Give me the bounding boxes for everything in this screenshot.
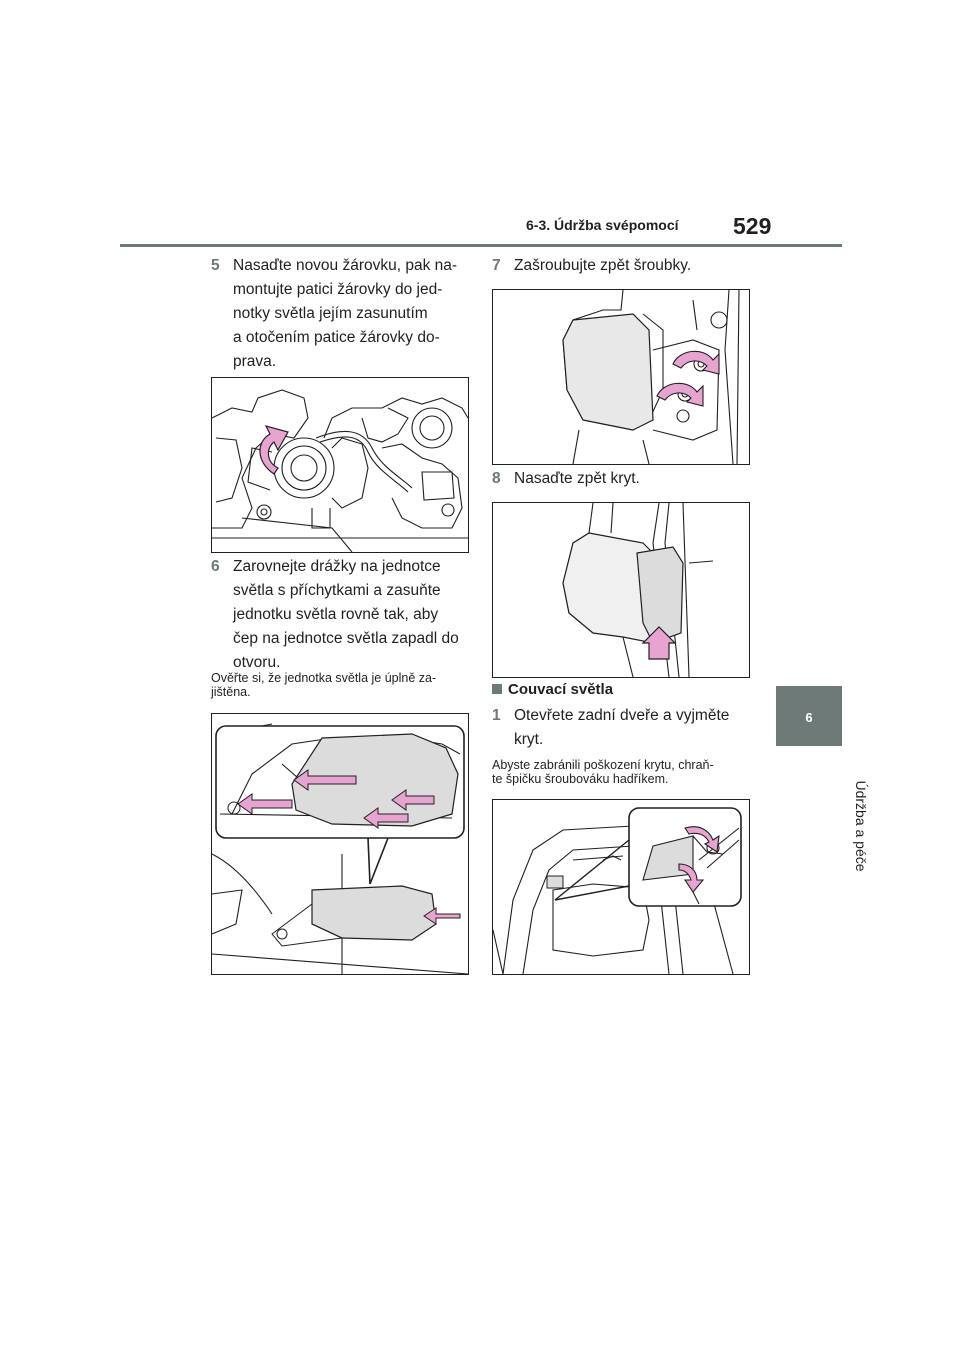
light-unit-alignment-illustration [211,713,469,975]
section-bullet [492,684,502,694]
step-line: jednotku světla rovně tak, aby [233,606,439,623]
chapter-number: 6 [805,710,813,725]
header-divider [120,244,842,247]
step-text: Nasaďte novou žárovku, pak na- montujte … [233,254,457,374]
step-text: Zarovnejte drážky na jednotce světla s p… [233,555,459,675]
step-line: Otevřete zadní dveře a vyjměte [514,707,730,724]
cover-illustration [492,502,750,678]
bulb-socket-illustration [211,377,469,553]
section-title: 6-3. Údržba svépomocí [526,217,679,233]
step-number: 1 [492,707,501,724]
step-line: kryt. [514,731,544,748]
note-line: te špičku šroubováku hadříkem. [492,772,669,786]
step-text: Zašroubujte zpět šroubky. [514,254,691,278]
page-number: 529 [733,213,772,239]
step-6: 6 Zarovnejte drážky na jednotce světla s… [211,555,473,675]
screws-illustration [492,289,750,465]
step-line: Nasaďte zpět kryt. [514,470,640,487]
note-line: Ověřte si, že jednotka světla je úplně z… [211,671,437,685]
step-line: Zašroubujte zpět šroubky. [514,257,692,274]
step-6-note: Ověřte si, že jednotka světla je úplně z… [211,671,473,699]
step-line: otvoru. [233,654,281,671]
chapter-tab: 6 [776,686,842,746]
step-text: Otevřete zadní dveře a vyjměte kryt. [514,704,729,752]
step-line: prava. [233,353,277,370]
step-number: 8 [492,470,501,487]
step-line: Nasaďte novou žárovku, pak na- [233,257,458,274]
rear-door-cover-illustration [492,799,750,975]
step-line: čep na jednotce světla zapadl do [233,630,459,647]
step-line: Zarovnejte drážky na jednotce [233,558,441,575]
step-line: a otočením patice žárovky do- [233,329,440,346]
step-1-note: Abyste zabránili poškození krytu, chraň-… [492,758,754,786]
step-5: 5 Nasaďte novou žárovku, pak na- montujt… [211,254,473,374]
chapter-label: Údržba a péče [853,780,869,872]
step-number: 6 [211,558,220,575]
step-line: světla s příchytkami a zasuňte [233,582,441,599]
step-line: montujte patici žárovky do jed- [233,281,443,298]
section-heading: Couvací světla [492,681,613,698]
step-line: notky světla jejím zasunutím [233,305,428,322]
chapter-label-box: Údržba a péče [798,766,869,886]
note-line: Abyste zabránili poškození krytu, chraň- [492,758,714,772]
section-heading-text: Couvací světla [508,681,614,698]
step-number: 7 [492,257,501,274]
note-line: jištěna. [211,685,251,699]
step-number: 5 [211,257,220,274]
step-text: Nasaďte zpět kryt. [514,467,640,491]
